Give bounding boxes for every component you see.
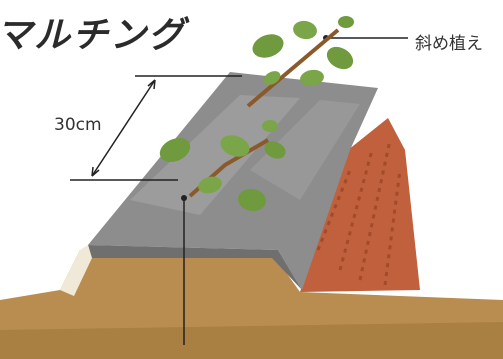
ridge-height-label: 30cm [54, 115, 102, 135]
diagram-title: マルチング [0, 6, 186, 58]
planting-hole-dot [181, 195, 187, 201]
diagonal-planting-label: 斜め植え [415, 29, 483, 54]
